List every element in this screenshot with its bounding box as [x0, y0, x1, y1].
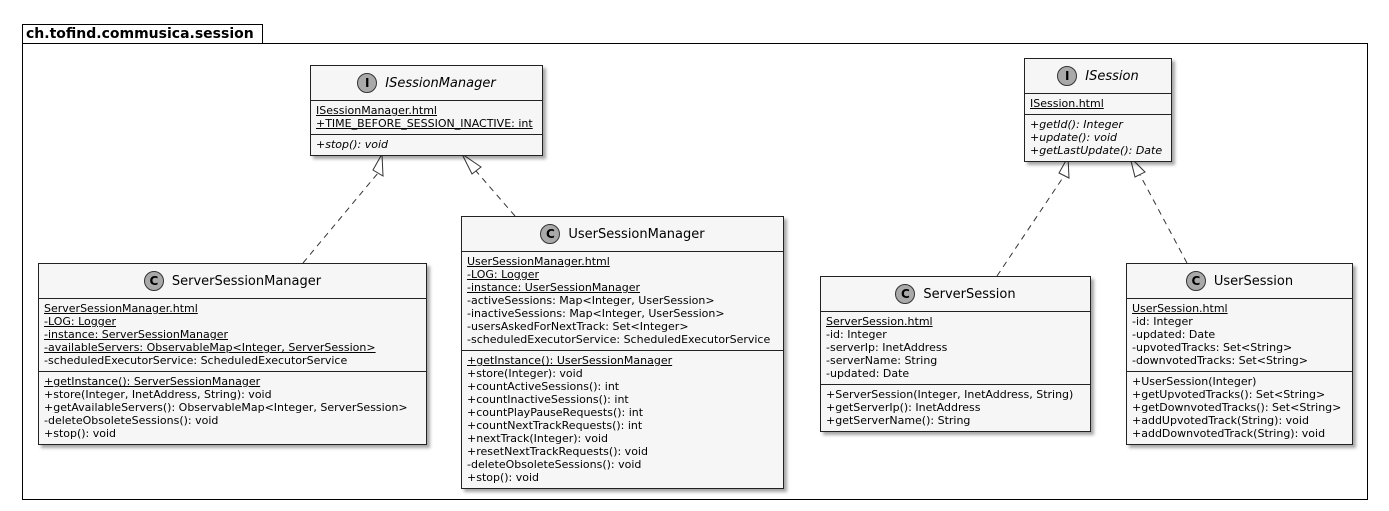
fields-section: UserSession.html-id: Integer-updated: Da…	[1127, 299, 1352, 371]
field-entry: -LOG: Logger	[467, 268, 540, 281]
class-header: C UserSessionManager	[462, 217, 783, 252]
method-entry: +getServerIp(): InetAddress	[826, 401, 981, 414]
method-entry: +countNextTrackRequests(): int	[467, 419, 643, 432]
edge-serversessionmanager-isessionmanager	[302, 152, 384, 264]
class-header: C ServerSessionManager	[39, 264, 426, 299]
method-entry: -deleteObsoleteSessions(): void	[467, 458, 642, 471]
methods-section: +getInstance(): ServerSessionManager+sto…	[39, 371, 426, 444]
field-entry: -inactiveSessions: Map<Integer, UserSess…	[467, 307, 725, 320]
method-entry: +store(Integer, InetAddress, String): vo…	[44, 388, 272, 401]
field-entry: -updated: Date	[1132, 328, 1216, 341]
field-entry: -usersAskedForNextTrack: Set<Integer>	[467, 320, 689, 333]
class-header: C ServerSession	[821, 277, 1090, 312]
field-entry: -activeSessions: Map<Integer, UserSessio…	[467, 294, 715, 307]
field-entry: ISessionManager.html	[316, 104, 437, 117]
class-header: I ISession	[1025, 59, 1171, 94]
method-entry: +getInstance(): UserSessionManager	[467, 354, 673, 367]
method-entry: +getId(): Integer	[1030, 118, 1123, 131]
field-entry: -id: Integer	[826, 328, 887, 341]
edge-usersession-isession	[1129, 155, 1188, 264]
method-entry: +getDownvotedTracks(): Set<String>	[1132, 401, 1342, 414]
methods-section: +stop(): void	[311, 134, 542, 155]
method-entry: +addUpvotedTrack(String): void	[1132, 414, 1309, 427]
method-entry: +getLastUpdate(): Date	[1030, 144, 1163, 157]
method-entry: +getUpvotedTracks(): Set<String>	[1132, 388, 1326, 401]
class-name: ServerSessionManager	[171, 273, 322, 289]
edge-serversession-isession	[996, 155, 1070, 277]
field-entry: -updated: Date	[826, 367, 910, 380]
field-entry: UserSession.html	[1132, 302, 1228, 315]
field-entry: -instance: UserSessionManager	[467, 281, 641, 294]
field-entry: -LOG: Logger	[44, 315, 117, 328]
method-entry: +UserSession(Integer)	[1132, 375, 1257, 388]
methods-section: +getId(): Integer+update(): void+getLast…	[1025, 114, 1171, 161]
method-entry: +countInactiveSessions(): int	[467, 393, 629, 406]
method-entry: +stop(): void	[316, 138, 389, 151]
interface-stereotype-icon: I	[1057, 66, 1078, 86]
fields-section: UserSessionManager.html-LOG: Logger-inst…	[462, 252, 783, 350]
fields-section: ServerSession.html-id: Integer-serverIp:…	[821, 312, 1090, 384]
package-name: ch.tofind.commusica.session	[26, 26, 254, 42]
method-entry: +ServerSession(Integer, InetAddress, Str…	[826, 388, 1074, 401]
class-header: I ISessionManager	[311, 66, 542, 101]
field-entry: -scheduledExecutorService: ScheduledExec…	[467, 333, 771, 346]
method-entry: +update(): void	[1030, 131, 1118, 144]
method-entry: +addDownvotedTrack(String): void	[1132, 427, 1326, 440]
method-entry: +store(Integer): void	[467, 367, 583, 380]
fields-section: ISessionManager.html+TIME_BEFORE_SESSION…	[311, 101, 542, 134]
edge-usersessionmanager-isessionmanager	[460, 152, 516, 217]
method-entry: +countPlayPauseRequests(): int	[467, 406, 644, 419]
field-entry: -availableServers: ObservableMap<Integer…	[44, 341, 376, 354]
field-entry: UserSessionManager.html	[467, 255, 610, 268]
class-name: UserSessionManager	[568, 226, 705, 242]
field-entry: -id: Integer	[1132, 315, 1193, 328]
class-name: ServerSession	[923, 286, 1016, 302]
class-stereotype-icon: C	[143, 271, 164, 291]
field-entry: -scheduledExecutorService: ScheduledExec…	[44, 354, 348, 367]
field-entry: -downvotedTracks: Set<String>	[1132, 354, 1308, 367]
method-entry: +getInstance(): ServerSessionManager	[44, 375, 261, 388]
field-entry: ServerSessionManager.html	[44, 302, 198, 315]
method-entry: +stop(): void	[467, 471, 540, 484]
field-entry: -instance: ServerSessionManager	[44, 328, 229, 341]
methods-section: +UserSession(Integer)+getUpvotedTracks()…	[1127, 371, 1352, 444]
field-entry: +TIME_BEFORE_SESSION_INACTIVE: int	[316, 117, 533, 130]
class-name: ISessionManager	[385, 75, 496, 91]
interface-stereotype-icon: I	[357, 73, 378, 93]
method-entry: +getAvailableServers(): ObservableMap<In…	[44, 401, 408, 414]
method-entry: +countActiveSessions(): int	[467, 380, 620, 393]
class-stereotype-icon: C	[895, 284, 916, 304]
methods-section: +getInstance(): UserSessionManager+store…	[462, 350, 783, 488]
field-entry: ServerSession.html	[826, 315, 933, 328]
class-name: UserSession	[1213, 273, 1294, 289]
class-stereotype-icon: C	[1185, 271, 1206, 291]
method-entry: +nextTrack(Integer): void	[467, 432, 609, 445]
fields-section: ISession.html	[1025, 94, 1171, 114]
fields-section: ServerSessionManager.html-LOG: Logger-in…	[39, 299, 426, 371]
package-tab: ch.tofind.commusica.session	[22, 24, 263, 44]
method-entry: +getServerName(): String	[826, 414, 971, 427]
field-entry: ISession.html	[1030, 97, 1104, 110]
field-entry: -serverName: String	[826, 354, 938, 367]
class-stereotype-icon: C	[540, 224, 561, 244]
methods-section: +ServerSession(Integer, InetAddress, Str…	[821, 384, 1090, 431]
method-entry: -deleteObsoleteSessions(): void	[44, 414, 219, 427]
class-header: C UserSession	[1127, 264, 1352, 299]
class-name: ISession	[1085, 68, 1139, 84]
method-entry: +stop(): void	[44, 427, 117, 440]
field-entry: -serverIp: InetAddress	[826, 341, 948, 354]
field-entry: -upvotedTracks: Set<String>	[1132, 341, 1293, 354]
method-entry: +resetNextTrackRequests(): void	[467, 445, 648, 458]
